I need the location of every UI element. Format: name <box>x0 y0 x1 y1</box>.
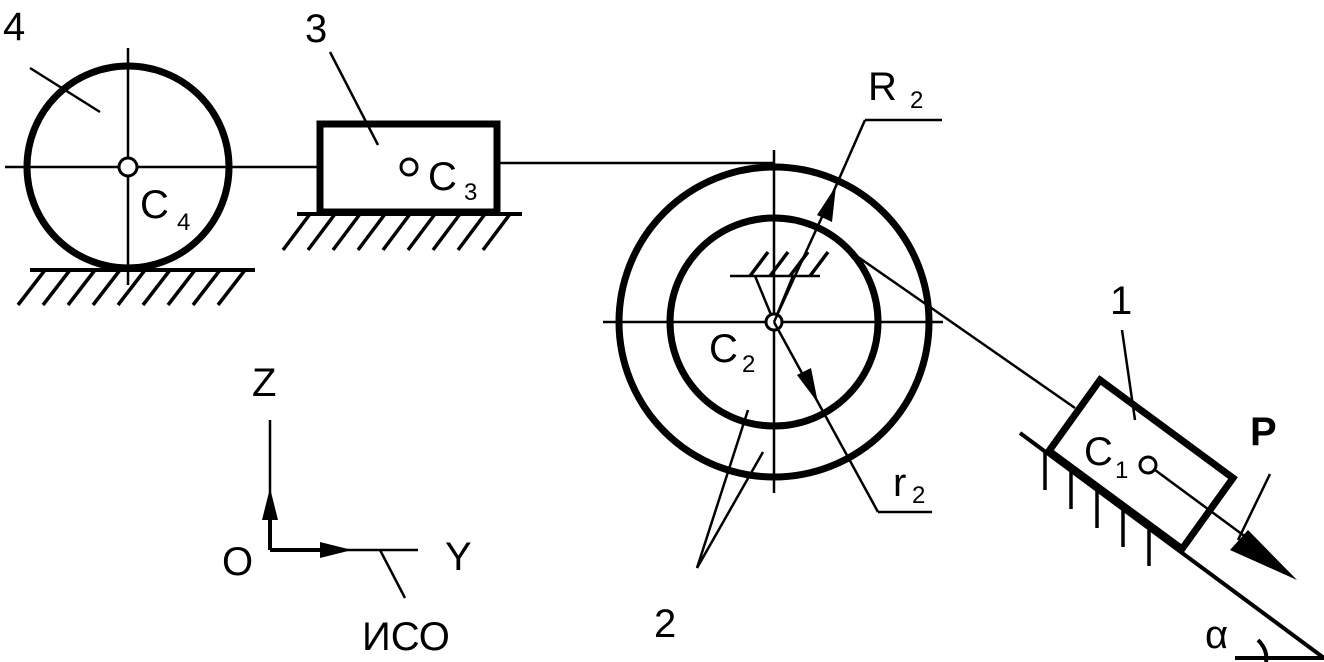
wheel-4 <box>5 48 318 285</box>
label-body-3: 3 <box>305 7 327 51</box>
label-frame: ИСО <box>362 615 450 659</box>
label-c3-sub: 3 <box>464 179 477 206</box>
center-c3 <box>399 157 419 177</box>
label-c2-sub: 2 <box>742 351 755 378</box>
label-R2: R <box>868 65 897 109</box>
center-c1 <box>1138 455 1158 475</box>
label-force-P: P <box>1250 410 1277 454</box>
force-arrowhead <box>1230 530 1297 580</box>
label-R2-sub: 2 <box>910 87 923 114</box>
cable-2-1 <box>847 248 1076 410</box>
angle-arc <box>1256 638 1269 662</box>
label-axis-z: Z <box>252 361 276 405</box>
center-c4 <box>117 156 139 178</box>
y-arrowhead <box>320 542 352 558</box>
leader-1 <box>1120 329 1137 421</box>
force-line <box>1154 468 1259 548</box>
ground-3 <box>281 212 522 252</box>
leader-2-outer <box>695 451 765 569</box>
label-c4-sub: 4 <box>177 209 190 236</box>
label-origin: O <box>222 540 253 584</box>
label-body-2: 2 <box>654 602 676 646</box>
leader-3 <box>328 51 380 146</box>
leader-2-inner <box>695 409 750 569</box>
label-body-1: 1 <box>1110 279 1132 323</box>
coordinate-frame <box>262 420 418 599</box>
block-1 <box>1044 329 1297 580</box>
frame-leader <box>378 549 407 599</box>
r2-arrowhead <box>797 368 818 403</box>
label-alpha: α <box>1205 613 1228 657</box>
R2-arrowhead <box>817 186 836 222</box>
label-c1: C <box>1084 430 1113 474</box>
block-3 <box>316 51 775 216</box>
label-c4: C <box>140 183 169 227</box>
label-c2: C <box>709 327 738 371</box>
ground-4 <box>16 268 255 307</box>
leader-4 <box>29 66 101 114</box>
label-axis-y: Y <box>445 535 472 579</box>
z-arrowhead <box>262 488 278 520</box>
label-body-4: 4 <box>3 5 25 49</box>
label-c1-sub: 1 <box>1115 457 1128 484</box>
label-r2: r <box>893 461 906 505</box>
pulley-2 <box>603 118 943 569</box>
label-r2-sub: 2 <box>912 482 925 509</box>
label-c3: C <box>428 155 457 199</box>
